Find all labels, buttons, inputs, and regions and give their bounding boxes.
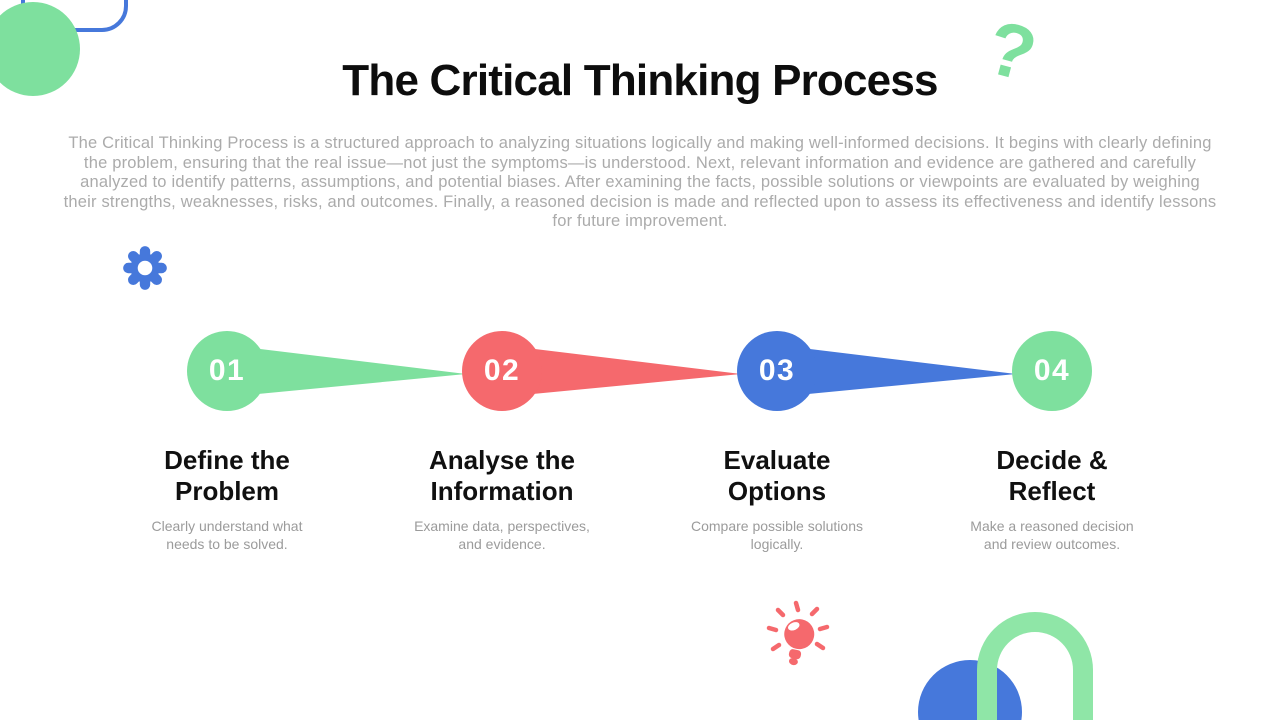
step-number-badge: 01: [187, 331, 267, 411]
step-number-badge: 02: [462, 331, 542, 411]
step-title: Analyse the Information: [429, 445, 575, 506]
step-column-4: 04 Decide & Reflect Make a reasoned deci…: [942, 331, 1162, 553]
step-description: Examine data, perspectives, and evidence…: [414, 518, 590, 552]
step-number-badge: 03: [737, 331, 817, 411]
step-number: 02: [483, 354, 521, 387]
page-title: The Critical Thinking Process: [342, 56, 938, 105]
step-column-3: 03 Evaluate Options Compare possible sol…: [667, 331, 887, 553]
lightbulb-icon: [766, 600, 830, 676]
step-title: Evaluate Options: [723, 445, 831, 506]
step-description: Make a reasoned decision and review outc…: [970, 518, 1134, 552]
step-column-2: 02 Analyse the Information Examine data,…: [392, 331, 612, 553]
intro-paragraph: The Critical Thinking Process is a struc…: [63, 134, 1217, 231]
step-column-1: 01 Define the Problem Clearly understand…: [117, 331, 337, 553]
gear-icon: [120, 243, 170, 293]
step-description: Clearly understand what needs to be solv…: [151, 518, 303, 552]
step-number: 03: [758, 354, 796, 387]
step-number-badge: 04: [1012, 331, 1092, 411]
step-title: Define the Problem: [164, 445, 290, 506]
decorative-circle-top-left: [0, 2, 80, 96]
step-number: 01: [208, 354, 246, 387]
step-title: Decide & Reflect: [996, 445, 1108, 506]
step-number: 04: [1033, 354, 1071, 387]
decorative-arch: [977, 612, 1093, 720]
step-description: Compare possible solutions logically.: [691, 518, 863, 552]
